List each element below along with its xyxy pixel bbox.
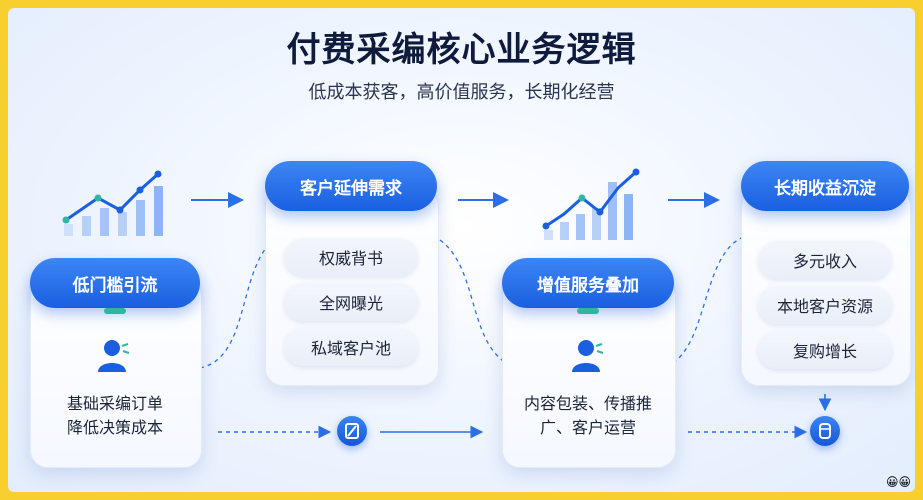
dashed-connector	[672, 237, 742, 364]
stage-tab-3	[577, 308, 599, 314]
connector-layer	[191, 192, 832, 439]
stage-label-1: 低门槛引流	[30, 258, 200, 308]
item-diverse-income: 多元收入	[758, 241, 892, 279]
page-subtitle: 低成本获客，高价值服务，长期化经营	[308, 82, 615, 103]
item-local-resources: 本地客户资源	[758, 286, 892, 324]
growth-chart-icon	[542, 168, 640, 240]
stage-desc-1: 基础采编订单 降低决策成本	[66, 394, 163, 437]
stage-tab-1	[104, 308, 126, 314]
item-private-pool: 私域客户池	[284, 328, 418, 366]
emoji-icon: 😀😀	[885, 475, 911, 489]
person-icon	[98, 340, 130, 372]
stage-label-3: 增值服务叠加	[502, 258, 674, 308]
document-icon	[337, 416, 367, 446]
database-icon	[810, 416, 840, 446]
diagram-canvas: 付费采编核心业务逻辑 低成本获客，高价值服务，长期化经营	[8, 8, 915, 492]
stage-desc-3: 内容包装、传播推 广、客户运营	[523, 394, 652, 437]
person-icon	[572, 340, 604, 372]
item-exposure: 全网曝光	[284, 283, 418, 321]
stage-label-4: 长期收益沉淀	[741, 161, 909, 211]
dashed-connector	[439, 239, 507, 364]
growth-chart-icon	[62, 170, 163, 236]
item-authority: 权威背书	[284, 238, 418, 276]
item-repurchase-growth: 复购增长	[758, 331, 892, 369]
stage-label-2: 客户延伸需求	[265, 161, 437, 211]
page-title: 付费采编核心业务逻辑	[286, 30, 637, 70]
dashed-connector	[199, 242, 271, 369]
